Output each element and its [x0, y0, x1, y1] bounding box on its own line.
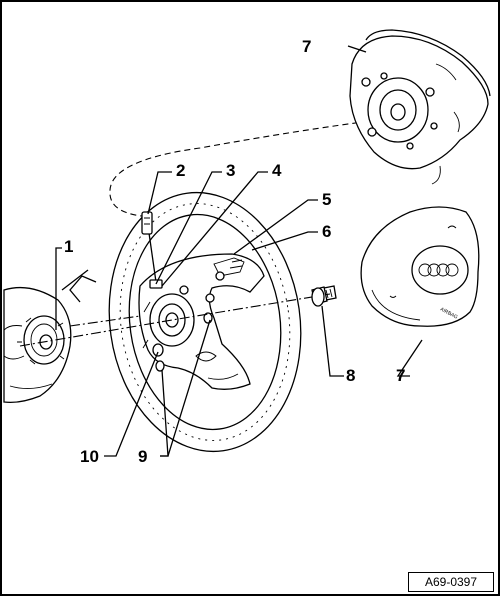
callout-5: 5	[322, 190, 331, 209]
centre-axis-2	[69, 315, 141, 327]
screw-9-lower	[155, 360, 165, 372]
screw-10	[152, 343, 164, 357]
leader-lines	[55, 45, 423, 457]
connector-plug	[141, 211, 153, 235]
centre-axis	[19, 293, 331, 347]
callout-8: 8	[346, 366, 355, 385]
callout-3: 3	[226, 161, 235, 180]
callout-7-top: 7	[302, 37, 311, 56]
callout-labels: 7 1 2 3 4 5 6 8 7 10 9	[64, 37, 405, 466]
callout-6: 6	[322, 222, 331, 241]
bolt-8	[311, 285, 337, 307]
callout-9: 9	[138, 447, 147, 466]
reference-code: A69-0397	[408, 572, 494, 592]
airbag-unit-rear	[349, 29, 491, 185]
airbag-unit-front: AIRBAG	[360, 206, 480, 327]
steering-wheel-hub	[138, 253, 265, 390]
callout-4: 4	[272, 161, 282, 180]
callout-10: 10	[80, 447, 99, 466]
hub-screws	[152, 312, 213, 372]
steering-column-illustration	[3, 269, 97, 404]
callout-2: 2	[176, 161, 185, 180]
callout-7-bottom: 7	[396, 366, 405, 385]
callout-1: 1	[64, 237, 73, 256]
audi-rings-logo	[418, 263, 459, 277]
cable-route-dashed	[109, 119, 379, 217]
